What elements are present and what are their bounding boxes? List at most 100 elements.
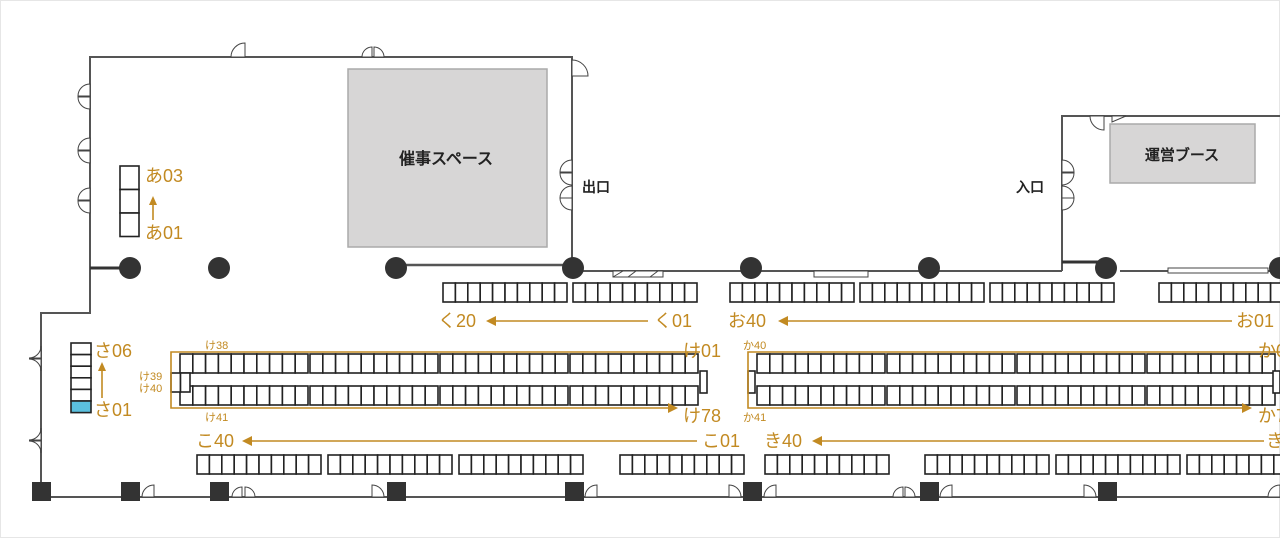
booth-ki[interactable] xyxy=(850,454,865,475)
booth-ko[interactable] xyxy=(507,454,522,475)
booth-ko[interactable] xyxy=(532,454,547,475)
booth-ki[interactable] xyxy=(1055,454,1070,475)
booth-o[interactable] xyxy=(933,282,948,303)
booth-ka[interactable] xyxy=(756,385,771,406)
booth-ka[interactable] xyxy=(1041,353,1057,374)
booth-ki[interactable] xyxy=(924,454,939,475)
booth-ko[interactable] xyxy=(482,454,497,475)
event-space[interactable]: 催事スペース xyxy=(347,68,548,248)
booth-o[interactable] xyxy=(778,282,793,303)
booth-ke[interactable] xyxy=(528,353,544,374)
booth-ka[interactable] xyxy=(1235,385,1251,406)
booth-ki[interactable] xyxy=(936,454,951,475)
booth-ke[interactable] xyxy=(503,353,518,374)
booth-o[interactable] xyxy=(729,282,744,303)
booth-ke[interactable] xyxy=(490,385,505,406)
booth-ka[interactable] xyxy=(781,353,797,374)
booth-ko[interactable] xyxy=(233,454,248,475)
booth-ku[interactable] xyxy=(516,282,531,303)
booth-ke[interactable] xyxy=(554,385,569,406)
booth-ka[interactable] xyxy=(807,385,822,406)
booth-ko[interactable] xyxy=(544,454,559,475)
booth-o[interactable] xyxy=(1063,282,1078,303)
booth-ke[interactable] xyxy=(633,353,648,374)
booth-o[interactable] xyxy=(1195,282,1210,303)
booth-ka[interactable] xyxy=(898,385,914,406)
booth-ke[interactable] xyxy=(309,353,324,374)
booth-ke[interactable] xyxy=(360,385,375,406)
booth-ke[interactable] xyxy=(204,353,220,374)
booth-ke[interactable] xyxy=(204,385,220,406)
booth-ka[interactable] xyxy=(1210,353,1225,374)
booth-ka[interactable] xyxy=(950,353,965,374)
booth-ka[interactable] xyxy=(858,385,874,406)
booth-ke[interactable] xyxy=(347,353,362,374)
booth-ka[interactable] xyxy=(950,385,965,406)
booth-ke[interactable] xyxy=(411,385,426,406)
booth-ka[interactable] xyxy=(975,353,991,374)
booth-ku[interactable] xyxy=(479,282,494,303)
booth-ko[interactable] xyxy=(557,454,572,475)
booth-ke[interactable] xyxy=(309,385,324,406)
booth-o[interactable] xyxy=(859,282,874,303)
booth-ki[interactable] xyxy=(1166,454,1181,475)
booth-o[interactable] xyxy=(1026,282,1041,303)
booth-ka[interactable] xyxy=(1080,385,1095,406)
booth-ki[interactable] xyxy=(1186,454,1201,475)
booth-ku[interactable] xyxy=(553,282,568,303)
booth-ki[interactable] xyxy=(973,454,988,475)
booth-ka[interactable] xyxy=(1184,385,1200,406)
booth-ke[interactable] xyxy=(633,385,648,406)
booth-o[interactable] xyxy=(1001,282,1016,303)
booth-ka[interactable] xyxy=(911,385,927,406)
booth-ko[interactable] xyxy=(376,454,391,475)
booth-ki[interactable] xyxy=(1023,454,1038,475)
booth-ke[interactable] xyxy=(528,385,544,406)
booth-ku[interactable] xyxy=(596,282,611,303)
booth-ka[interactable] xyxy=(832,385,848,406)
booth-ke[interactable] xyxy=(607,353,623,374)
booth-ke[interactable] xyxy=(179,372,191,393)
booth-ko[interactable] xyxy=(270,454,285,475)
booth-ka[interactable] xyxy=(962,385,978,406)
booth-o[interactable] xyxy=(989,282,1004,303)
booth-ku[interactable] xyxy=(634,282,649,303)
booth-o[interactable] xyxy=(1076,282,1091,303)
booth-o[interactable] xyxy=(1207,282,1222,303)
booth-ko[interactable] xyxy=(208,454,223,475)
booth-ke[interactable] xyxy=(268,385,284,406)
booth-ko[interactable] xyxy=(351,454,366,475)
booth-ke[interactable] xyxy=(424,353,439,374)
booth-ki[interactable] xyxy=(1035,454,1050,475)
booth-ki[interactable] xyxy=(1010,454,1025,475)
booth-ko[interactable] xyxy=(364,454,379,475)
booth-ki[interactable] xyxy=(788,454,803,475)
booth-ka[interactable] xyxy=(1197,353,1212,374)
booth-ko[interactable] xyxy=(668,454,683,475)
booth-ke[interactable] xyxy=(281,385,296,406)
booth-o[interactable] xyxy=(1100,282,1115,303)
booth-ka[interactable] xyxy=(962,353,978,374)
booth-ku[interactable] xyxy=(442,282,457,303)
booth-ka[interactable] xyxy=(975,385,991,406)
booth-ke[interactable] xyxy=(179,353,194,374)
booth-ke[interactable] xyxy=(424,385,439,406)
booth-ke[interactable] xyxy=(360,353,375,374)
booth-ke[interactable] xyxy=(373,385,388,406)
booth-o[interactable] xyxy=(921,282,936,303)
booth-ke[interactable] xyxy=(255,353,271,374)
booth-ko[interactable] xyxy=(389,454,404,475)
booth-o[interactable] xyxy=(1088,282,1103,303)
booth-ke[interactable] xyxy=(439,353,454,374)
booth-ke[interactable] xyxy=(398,353,414,374)
booth-ko[interactable] xyxy=(295,454,310,475)
booth-ka[interactable] xyxy=(988,385,1004,406)
booth-ke[interactable] xyxy=(607,385,623,406)
booth-ke[interactable] xyxy=(439,385,454,406)
booth-ku[interactable] xyxy=(584,282,599,303)
booth-ke[interactable] xyxy=(581,385,597,406)
booth-ke[interactable] xyxy=(230,385,245,406)
booth-ki[interactable] xyxy=(1260,454,1275,475)
booth-ke[interactable] xyxy=(334,385,350,406)
booth-o[interactable] xyxy=(958,282,973,303)
